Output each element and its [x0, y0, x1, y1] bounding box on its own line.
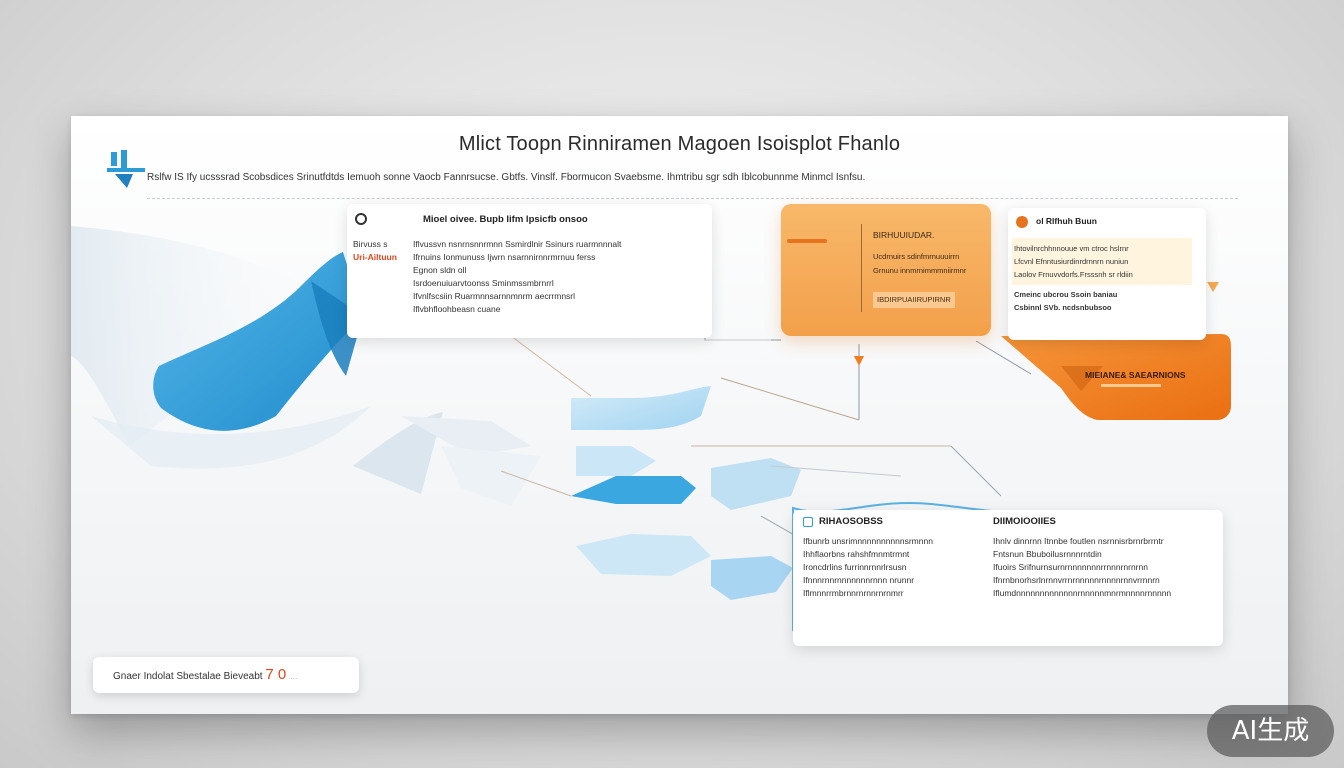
card-separator [861, 224, 862, 312]
info-card-top-right: ol Rlfhuh Buun Ihtovilnrchhnnouue vm ctr… [1008, 208, 1206, 340]
diagram-board: Mlict Toopn Rinniramen Magoen Isoisplot … [71, 116, 1288, 714]
chart-icon [803, 516, 813, 527]
card-heading-row: RIHAOSOBSS [803, 516, 953, 527]
card-text-line: Ifrnuins Ionmunuss Ijwrn nsarnnirnnrmrnu… [413, 252, 596, 262]
card-text-line: Iflmnnrrmbrnnrnrnnrnrnmrr [803, 588, 904, 598]
connector-line [704, 226, 781, 341]
card-text-line: Ifnnnrnnrnnnnnnnrnnn nrunnr [803, 575, 915, 585]
card-text-line: Fntsnun Bbuboilusrnnnrntdin [993, 549, 1102, 559]
card-heading: ol Rlfhuh Buun [1036, 216, 1097, 226]
accent-bar [787, 239, 827, 243]
footer-suffix: ..... [288, 675, 298, 681]
card-text-column: Iflvussvn nsnrnsnnrmnn Ssmirdlnir Ssinur… [413, 238, 645, 316]
card-right-column: DIIMOIOOIIES Ihnlv dinnrnn Itnnbe foutle… [993, 516, 1207, 600]
connector-line [500, 470, 572, 497]
connector-line [975, 340, 1032, 375]
bulb-icon [1016, 216, 1028, 228]
paper-shard [401, 416, 531, 456]
background-swoosh-lower [91, 406, 371, 469]
connector-arrow [854, 356, 864, 366]
card-text-line: Laolov Frnuvvdorfs.Frsssnh sr rldiin [1014, 270, 1133, 279]
card-heading: BIRHUUIUDAR. [873, 230, 935, 240]
card-text-line: Ihhflaorbns rahshfmnmtrmnt [803, 549, 910, 559]
connector-arrow [1207, 282, 1219, 292]
flow-shape-light [711, 458, 801, 510]
target-icon [355, 213, 367, 225]
card-text-line: Egnon sldn oll [413, 265, 467, 275]
card-highlight-box: IBDIRPUAIIRUPIRNR [873, 292, 955, 308]
card-heading: DIIMOIOOIIES [993, 516, 1056, 527]
connector-line [720, 377, 860, 421]
logo-icon [107, 150, 145, 188]
orange-tag-fold [1061, 366, 1103, 391]
blue-ribbon-fold [311, 281, 363, 376]
paper-shard [441, 446, 541, 506]
orange-tag: MIEIANE& SAEARNIONS [1001, 334, 1231, 420]
flow-connectors-layer [71, 226, 1231, 640]
connector-line [510, 335, 592, 397]
divider [147, 198, 1238, 200]
card-heading-row: DIIMOIOOIIES [993, 516, 1207, 527]
orange-tag-label: MIEIANE& SAEARNIONS [1085, 370, 1186, 380]
card-heading: Mioel oivee. Bupb lifm lpsicfb onsoo [423, 214, 588, 225]
card-label: Birvuss s [353, 239, 388, 249]
orange-tag-underline [1101, 384, 1161, 387]
card-label: Uri-Ailtuun [353, 252, 397, 262]
card-left-column: RIHAOSOBSS Ifbunrb unsrimnnnnnnnnnnsrmnn… [803, 516, 953, 600]
connector-line [950, 445, 1002, 497]
info-card-top-left: Mioel oivee. Bupb lifm lpsicfb onsoo Bir… [347, 204, 712, 338]
card-text-line: Isrdoenuiuarvtoonss Sminmssmbrnrrl [413, 278, 554, 288]
flow-shape-light [576, 534, 711, 576]
card-text-line: Csbinnl SVb. ncdsnbubsoo [1014, 303, 1112, 312]
background-swoosh [71, 226, 371, 446]
card-text-line: Ifnrnbnorhsrlnrnnvrrnrnnnnnrnnnnrnnvrrnn… [993, 575, 1160, 585]
blue-ribbon-shape [153, 252, 363, 431]
highlighted-text-block: Ihtovilnrchhnnouue vm ctroc hslrnr Lfcvn… [1012, 238, 1192, 285]
footer-text: Gnaer Indolat Sbestalae Bieveabt [113, 671, 263, 682]
flow-shape-light [576, 446, 656, 476]
card-text-line: Ifvnlfscsiin Ruarmnnsarnnmnrm aecrrmnsrl [413, 291, 576, 301]
card-text-line: Cmeinc ubcrou Ssoin baniau [1014, 290, 1118, 299]
flow-shape-light [571, 386, 711, 430]
orange-tag-shape [1001, 334, 1231, 420]
card-text-line: Iflvbhfloohbeasn cuane [413, 304, 501, 314]
card-text-line: Ifuoirs Srifnurnsurnrnnnnnnnrrnnnrnrnrnn [993, 562, 1148, 572]
card-heading: RIHAOSOBSS [819, 516, 883, 527]
page-subtitle: Rslfw IS Ify ucsssrad Scobsdices Srinutf… [147, 172, 866, 183]
card-text-line: Ihtovilnrchhnnouue vm ctroc hslrnr [1014, 244, 1129, 253]
card-text-line: Ifbunrb unsrimnnnnnnnnnnsrmnnn [803, 536, 933, 546]
card-text-line: Ironcdrlins furrinnrnnrlrsusn [803, 562, 907, 572]
footer-number: 7 0 [265, 666, 287, 683]
flow-shape-light [711, 556, 793, 600]
info-card-bottom-right: RIHAOSOBSS Ifbunrb unsrimnnnnnnnnnnsrmnn… [793, 510, 1223, 646]
orange-process-card: BIRHUUIUDAR. Ucdrnuirs sdinfmrnuuuirrn G… [781, 204, 991, 336]
connector-line [770, 465, 902, 477]
page-title: Mlict Toopn Rinniramen Magoen Isoisplot … [458, 133, 901, 155]
card-text-line: Lfcvnl Efnntusiurdinrdrnnrn nuniun [1014, 257, 1129, 266]
ai-generated-watermark: AI生成 [1207, 705, 1334, 757]
bold-text-block: Cmeinc ubcrou Ssoin baniau Csbinnl SVb. … [1014, 288, 1117, 314]
footer-label: Gnaer Indolat Sbestalae Bieveabt 7 0 ...… [93, 657, 359, 693]
paper-shard [353, 412, 443, 494]
flow-shape-blue [571, 476, 696, 504]
card-text-line: Iflvussvn nsnrnsnnrmnn Ssmirdlnir Ssinur… [413, 239, 622, 249]
card-text-line: Grnunu innmrnimmmniirmnr [873, 266, 967, 275]
card-text-line: Iflumdnnnnnnnnnnnnnrnnnnnmnrmnnnnrnnnnn [993, 588, 1172, 598]
card-text-line: Ucdrnuirs sdinfmrnuuuirrn [873, 252, 960, 261]
card-text-line: Ihnlv dinnrnn Itnnbe foutlen nsrnnisrbrn… [993, 536, 1164, 546]
card-label-column: Birvuss s Uri-Ailtuun [353, 238, 411, 264]
